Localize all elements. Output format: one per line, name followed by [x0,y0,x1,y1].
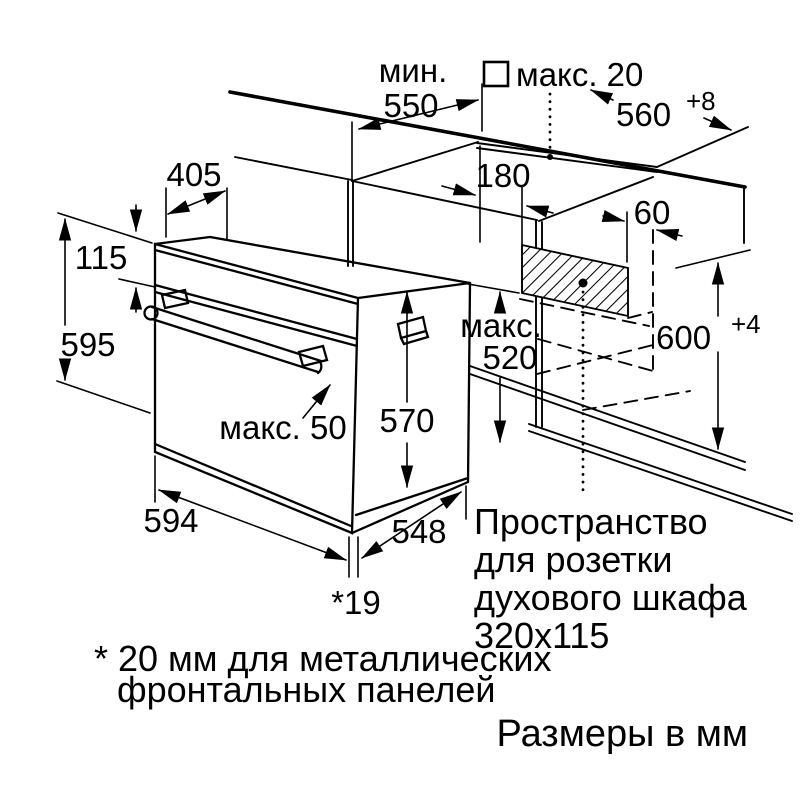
units-note: Размеры в мм [497,713,748,755]
dim-max-20: макс. 20 [516,56,643,93]
socket-note: Пространство для розетки духового шкафа … [474,501,748,656]
dim-max520-value: 520 [482,339,537,376]
socket-note-line2: для розетки [474,539,672,580]
dim-19-note: *19 [331,584,381,621]
dim-560: 560 [616,96,671,133]
footnote-line2: фронтальных панелей [117,669,496,710]
dim-max520-word: макс. [460,307,542,344]
dim-594: 594 [143,502,198,539]
dim-min-550: 550 [383,87,438,124]
dim-570: 570 [379,402,434,439]
niche-cavity-dashed-lines [519,229,691,411]
socket-area-hatch [521,243,629,318]
footnote-line1: * 20 мм для металлических [94,638,552,679]
socket-note-line1: Пространство [474,501,708,542]
dimension-labels: мин. 550 макс. 20 560 +8 405 115 595 180… [60,52,760,621]
dimension-lines [56,83,751,578]
dim-600-sup: +4 [731,309,761,339]
countertop-and-wall [228,90,749,244]
dim-115: 115 [75,239,128,276]
dim-405: 405 [166,156,221,193]
cabinet-niche [234,92,793,522]
door-handle [143,288,329,375]
dim-595: 595 [60,326,115,363]
gap-reference-dot [547,154,553,160]
square-symbol [482,60,510,88]
footnote: * 20 мм для металлических фронтальных па… [94,638,552,710]
dim-max-50: макс. 50 [219,409,346,446]
dim-60: 60 [634,194,671,231]
socket-note-line3: духового шкафа [474,577,748,618]
dim-min-word: мин. [379,52,448,89]
socket-center-dot [578,278,588,288]
dim-180: 180 [475,157,530,194]
dim-600: 600 [656,319,711,356]
socket-note-line4: 320x115 [474,615,609,656]
dim-560-sup: +8 [686,86,716,116]
dim-548: 548 [391,513,446,550]
side-vent-detail [396,315,430,346]
